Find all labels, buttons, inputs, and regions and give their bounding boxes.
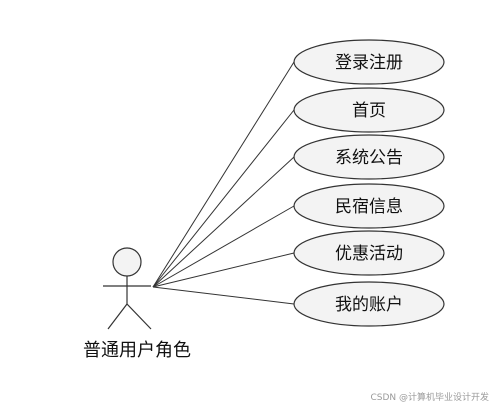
actor-label: 普通用户角色 <box>83 340 191 361</box>
association-line <box>152 205 295 288</box>
association-line <box>152 61 295 288</box>
actor-head <box>112 247 142 277</box>
use-case-label: 我的账户 <box>335 295 403 315</box>
use-case-label: 登录注册 <box>335 53 403 73</box>
use-case-label: 系统公告 <box>335 148 403 168</box>
use-case-ellipse <box>293 134 445 180</box>
association-line <box>152 252 295 288</box>
actor-right-leg <box>126 303 152 330</box>
use-case-ellipse <box>293 87 445 133</box>
use-case-ellipse <box>293 281 445 327</box>
use-case-ellipse <box>293 230 445 276</box>
actor-left-leg <box>107 303 128 330</box>
association-line <box>152 286 295 305</box>
watermark: CSDN @计算机毕业设计开发 <box>370 393 489 403</box>
use-case: 优惠活动 <box>293 230 445 276</box>
use-case: 我的账户 <box>293 281 445 327</box>
use-case-ellipse <box>293 39 445 85</box>
association-line <box>152 109 295 288</box>
use-case-label: 首页 <box>352 101 386 121</box>
use-case-ellipse <box>293 183 445 229</box>
association-lines <box>152 61 295 305</box>
use-case: 系统公告 <box>293 134 445 180</box>
actor: 普通用户角色 <box>83 247 191 361</box>
association-line <box>152 156 295 288</box>
use-case: 登录注册 <box>293 39 445 85</box>
use-case: 首页 <box>293 87 445 133</box>
use-case-label: 优惠活动 <box>335 244 403 264</box>
use-case-label: 民宿信息 <box>335 197 403 217</box>
use-case: 民宿信息 <box>293 183 445 229</box>
